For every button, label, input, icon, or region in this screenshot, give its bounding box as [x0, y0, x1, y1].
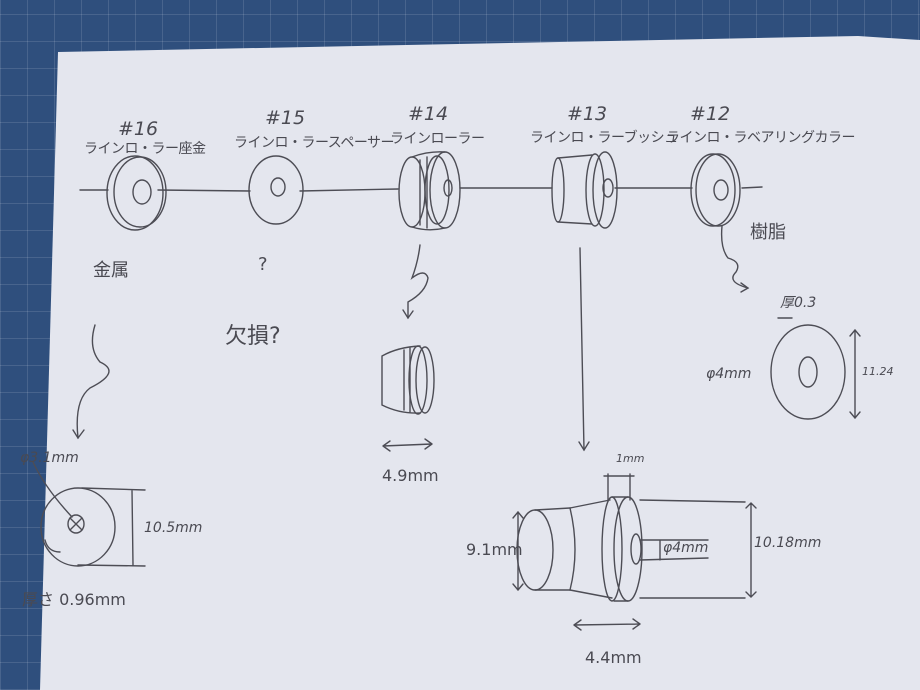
part-name-12: ラインロ・ラベアリングカラー — [666, 130, 856, 146]
part-name-13: ラインロ・ラーブッシュ — [530, 130, 678, 146]
bushing-detail — [512, 473, 757, 631]
collar-detail — [770, 317, 861, 420]
paper-sheet — [40, 36, 920, 690]
roller-14 — [398, 151, 461, 231]
dim-bushing-length: 4.4mm — [585, 648, 642, 667]
dim-bushing-body: 9.1mm — [466, 540, 523, 559]
part-number-16: #16 — [118, 118, 159, 140]
bushing-13 — [551, 151, 618, 229]
part-number-14: #14 — [408, 103, 449, 125]
note-missing: 欠損? — [225, 324, 281, 349]
note-metal: 金属 — [93, 260, 129, 281]
roller-detail — [381, 345, 435, 452]
dim-collar-inner: φ4mm — [706, 366, 752, 382]
part-name-14: ラインローラー — [390, 131, 485, 147]
dim-washer-outer: 10.5mm — [144, 520, 203, 536]
dim-washer-thickness: 厚さ 0.96mm — [22, 590, 126, 609]
dim-washer-inner: φ3.1mm — [20, 450, 79, 466]
washer-detail — [32, 461, 146, 567]
note-question: ? — [258, 254, 268, 275]
dim-collar-outer: 11.24 — [862, 365, 894, 378]
note-resin: 樹脂 — [750, 222, 786, 243]
part-number-15: #15 — [265, 107, 306, 129]
part-name-16: ラインロ・ラー座金 — [84, 141, 206, 157]
part-number-12: #12 — [690, 103, 731, 125]
dim-bushing-flange: 1mm — [616, 452, 645, 465]
dim-bushing-flange-dia: 10.18mm — [754, 535, 822, 551]
collar-12-top — [690, 153, 741, 227]
part-number-13: #13 — [567, 103, 608, 125]
dim-bushing-bore: φ4mm — [663, 540, 709, 556]
washer-16-top — [106, 155, 167, 231]
spacer-15 — [248, 155, 304, 225]
part-name-15: ラインロ・ラースペーサー — [234, 135, 395, 151]
dim-roller-width: 4.9mm — [382, 466, 439, 485]
dim-collar-thickness: 厚0.3 — [780, 295, 817, 311]
